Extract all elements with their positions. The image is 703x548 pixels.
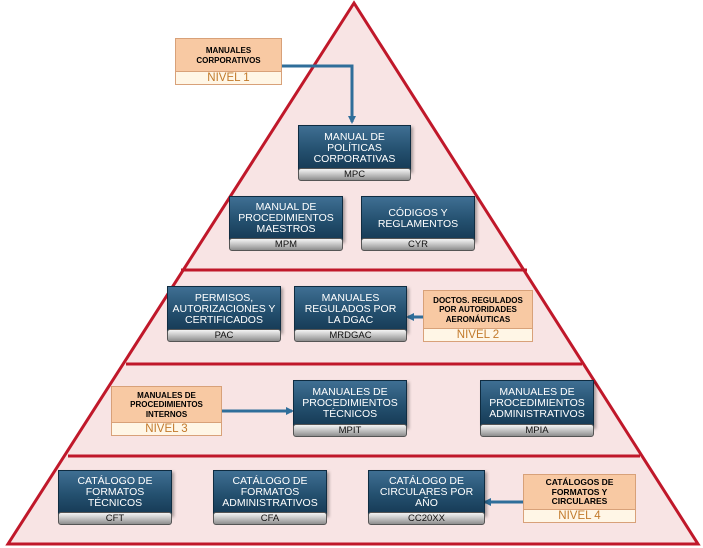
level-box-2: DOCTOS. REGULADOS POR AUTORIDADES AERONÁ… [423, 290, 533, 342]
doc-box-mpia: MANUALES DE PROCEDIMIENTOS ADMINISTRATIV… [480, 380, 594, 437]
arrow-nivel1-to-mpc [278, 64, 356, 124]
doc-code: PAC [167, 329, 281, 342]
level-box-1: MANUALES CORPORATIVOS NIVEL 1 [175, 38, 282, 85]
level-label: CATÁLOGOS DE FORMATOS Y CIRCULARES [523, 474, 636, 511]
doc-code: MRDGAC [294, 329, 407, 342]
doc-code: CYR [361, 238, 475, 251]
doc-title: MANUAL DE PROCEDIMIENTOS MAESTROS [229, 196, 343, 241]
doc-box-pac: PERMISOS, AUTORIZACIONES Y CERTIFICADOS … [167, 286, 281, 342]
doc-title: CATÁLOGO DE FORMATOS ADMINISTRATIVOS [213, 470, 327, 515]
level-label: MANUALES CORPORATIVOS [175, 38, 282, 73]
level-name: NIVEL 4 [523, 509, 636, 523]
level-box-4: CATÁLOGOS DE FORMATOS Y CIRCULARES NIVEL… [523, 474, 636, 523]
doc-box-cfa: CATÁLOGO DE FORMATOS ADMINISTRATIVOS CFA [213, 470, 327, 525]
doc-title: CATÁLOGO DE CIRCULARES POR AÑO [368, 470, 485, 515]
doc-box-mpit: MANUALES DE PROCEDIMIENTOS TÉCNICOS MPIT [293, 380, 407, 437]
doc-title: MANUALES DE PROCEDIMIENTOS ADMINISTRATIV… [480, 380, 594, 427]
doc-title: CATÁLOGO DE FORMATOS TÉCNICOS [58, 470, 172, 515]
doc-code: CC20XX [368, 512, 485, 525]
doc-box-cc20xx: CATÁLOGO DE CIRCULARES POR AÑO CC20XX [368, 470, 485, 525]
doc-title: PERMISOS, AUTORIZACIONES Y CERTIFICADOS [167, 286, 281, 332]
doc-title: MANUAL DE POLÍTICAS CORPORATIVAS [298, 125, 411, 171]
doc-code: MPM [229, 238, 343, 251]
doc-box-mpm: MANUAL DE PROCEDIMIENTOS MAESTROS MPM [229, 196, 343, 251]
level-label: MANUALES DE PROCEDIMIENTOS INTERNOS [111, 386, 222, 424]
doc-box-mrdgac: MANUALES REGULADOS POR LA DGAC MRDGAC [294, 286, 407, 342]
level-name: NIVEL 2 [423, 328, 533, 342]
doc-box-mpc: MANUAL DE POLÍTICAS CORPORATIVAS MPC [298, 125, 411, 181]
doc-code: MPC [298, 168, 411, 181]
level-name: NIVEL 3 [111, 422, 222, 436]
doc-title: CÓDIGOS Y REGLAMENTOS [361, 196, 475, 241]
level-box-3: MANUALES DE PROCEDIMIENTOS INTERNOS NIVE… [111, 386, 222, 436]
doc-code: MPIA [480, 424, 594, 437]
doc-code: CFT [58, 512, 172, 525]
doc-title: MANUALES DE PROCEDIMIENTOS TÉCNICOS [293, 380, 407, 427]
doc-box-cyr: CÓDIGOS Y REGLAMENTOS CYR [361, 196, 475, 251]
doc-code: MPIT [293, 424, 407, 437]
doc-box-cft: CATÁLOGO DE FORMATOS TÉCNICOS CFT [58, 470, 172, 525]
level-name: NIVEL 1 [175, 71, 282, 85]
doc-title: MANUALES REGULADOS POR LA DGAC [294, 286, 407, 332]
doc-code: CFA [213, 512, 327, 525]
level-label: DOCTOS. REGULADOS POR AUTORIDADES AERONÁ… [423, 290, 533, 330]
